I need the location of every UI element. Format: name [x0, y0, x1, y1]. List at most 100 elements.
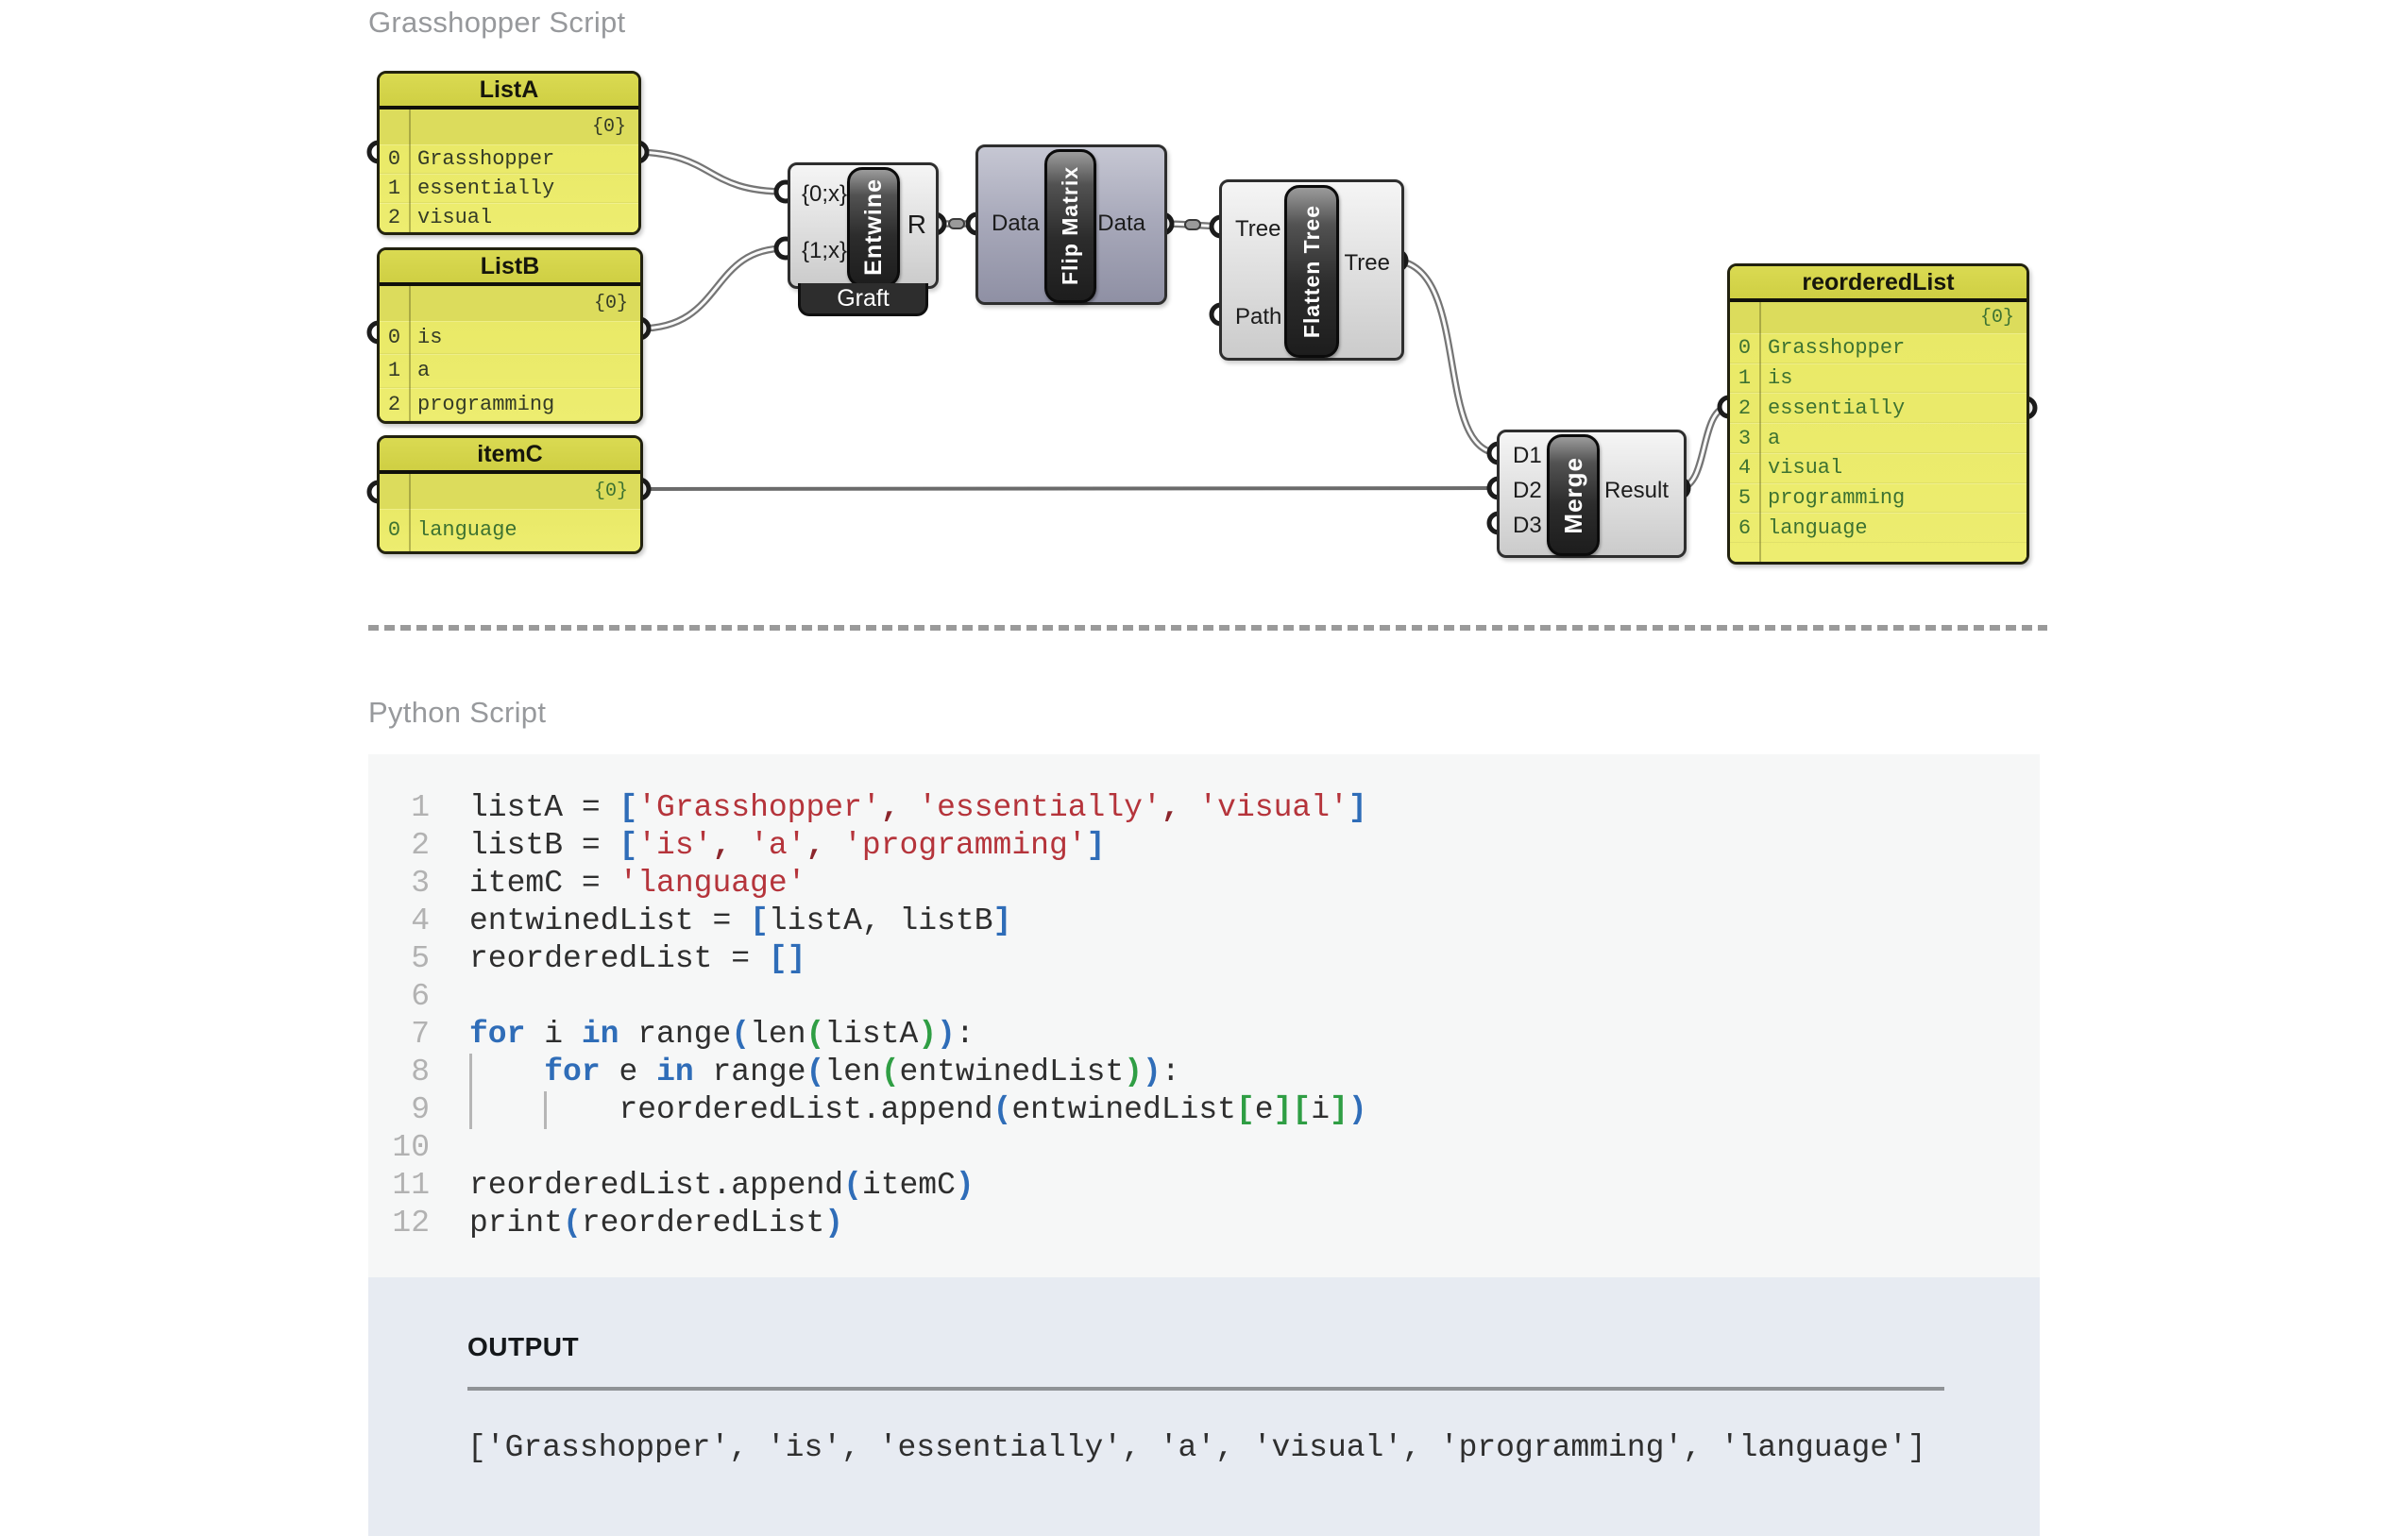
input-label: D3 [1513, 513, 1542, 538]
input-label: D2 [1513, 478, 1542, 503]
code-token: ] [1273, 1092, 1293, 1127]
code-token: : [955, 1017, 975, 1052]
gh-component-entwine[interactable]: {0;x} {1;x} Entwine R [788, 162, 939, 289]
code-token: 'essentially' [918, 790, 1162, 825]
indent-guide [544, 1091, 563, 1129]
gh-component-flip-matrix[interactable]: Data Flip Matrix Data [975, 144, 1167, 305]
dashed-divider [368, 625, 2047, 631]
component-capsule: Entwine [847, 167, 900, 287]
code-token: reorderedList.append [469, 1168, 844, 1203]
data-path: {0} [593, 481, 628, 502]
code-token: ( [843, 1168, 862, 1203]
code-token: ] [1330, 1092, 1348, 1127]
output-label: Result [1603, 478, 1669, 503]
indent-guide [469, 1091, 488, 1129]
code-token: 'is' [637, 828, 713, 863]
component-label: Flip Matrix [1058, 166, 1082, 286]
code-token: ) [1143, 1055, 1162, 1089]
code-token: entwinedList [899, 1055, 1125, 1089]
gh-component-merge[interactable]: D1 D2 D3 Merge Result [1497, 430, 1687, 558]
code-token: range [619, 1017, 732, 1052]
code-token: len [750, 1017, 806, 1052]
output-label: Data [1097, 211, 1145, 236]
code-token: listA = [469, 790, 619, 825]
code-token: [ [1292, 1092, 1312, 1127]
code-token: ( [880, 1055, 900, 1089]
line-number: 1 [411, 790, 430, 825]
line-number: 10 [392, 1130, 430, 1165]
code-token: ] [992, 903, 1012, 938]
panel-path-band: {0} [380, 110, 638, 144]
input-label: Data [992, 211, 1040, 236]
code-token: ) [918, 1017, 938, 1052]
code-token: listA, listB [768, 903, 993, 938]
component-capsule: Flatten Tree [1284, 185, 1339, 358]
code-token: , [712, 828, 751, 863]
code-token: range [693, 1055, 806, 1089]
component-label: Entwine [859, 178, 887, 276]
code-token: ( [992, 1092, 1012, 1127]
code-token: reorderedList [581, 1206, 825, 1241]
code-token: in [656, 1055, 694, 1089]
code-line: 9 reorderedList.append(entwinedList[e][i… [368, 1091, 2040, 1129]
line-number: 2 [411, 828, 430, 863]
panel-title: itemC [380, 438, 640, 474]
code-token: 'language' [619, 866, 806, 901]
input-label: {0;x} [802, 181, 848, 207]
panel-title: ListA [380, 74, 638, 110]
wire-flatten-merge [1393, 257, 1502, 457]
code-token: , [880, 790, 919, 825]
code-token: , [1161, 790, 1199, 825]
code-token: reorderedList.append [619, 1092, 993, 1127]
code-token: 'visual' [1198, 790, 1348, 825]
output-label: Tree [1344, 250, 1390, 276]
code-token: entwinedList [1011, 1092, 1236, 1127]
panel-title: ListB [380, 250, 640, 286]
input-label: Tree [1235, 216, 1281, 242]
line-number: 11 [392, 1168, 430, 1203]
code-token: entwinedList = [469, 903, 751, 938]
panel-path-band: {0} [380, 286, 640, 321]
code-token: : [1161, 1055, 1180, 1089]
component-label: Flatten Tree [1298, 204, 1324, 339]
input-label: D1 [1513, 443, 1542, 468]
code-token: [ [750, 903, 769, 938]
output-block: OUTPUT ['Grasshopper', 'is', 'essentiall… [368, 1277, 2040, 1536]
line-number: 7 [411, 1017, 430, 1052]
code-token: itemC = [469, 866, 619, 901]
code-token: 'Grasshopper' [637, 790, 881, 825]
code-token: in [581, 1017, 619, 1052]
input-label: {1;x} [802, 238, 848, 263]
wire-itemc-merge [638, 486, 1500, 491]
panel-path-band: {0} [1730, 302, 2026, 333]
code-token: ) [824, 1206, 844, 1241]
code-token: listA [824, 1017, 919, 1052]
code-token: listB = [469, 828, 619, 863]
code-token: [ [1235, 1092, 1255, 1127]
code-token: e [1254, 1092, 1274, 1127]
graft-tab[interactable]: Graft [798, 283, 928, 316]
gh-component-flatten-tree[interactable]: Tree Path Flatten Tree Tree [1219, 179, 1404, 361]
code-line: 8 for e in range(len(entwinedList)): [368, 1054, 2040, 1091]
